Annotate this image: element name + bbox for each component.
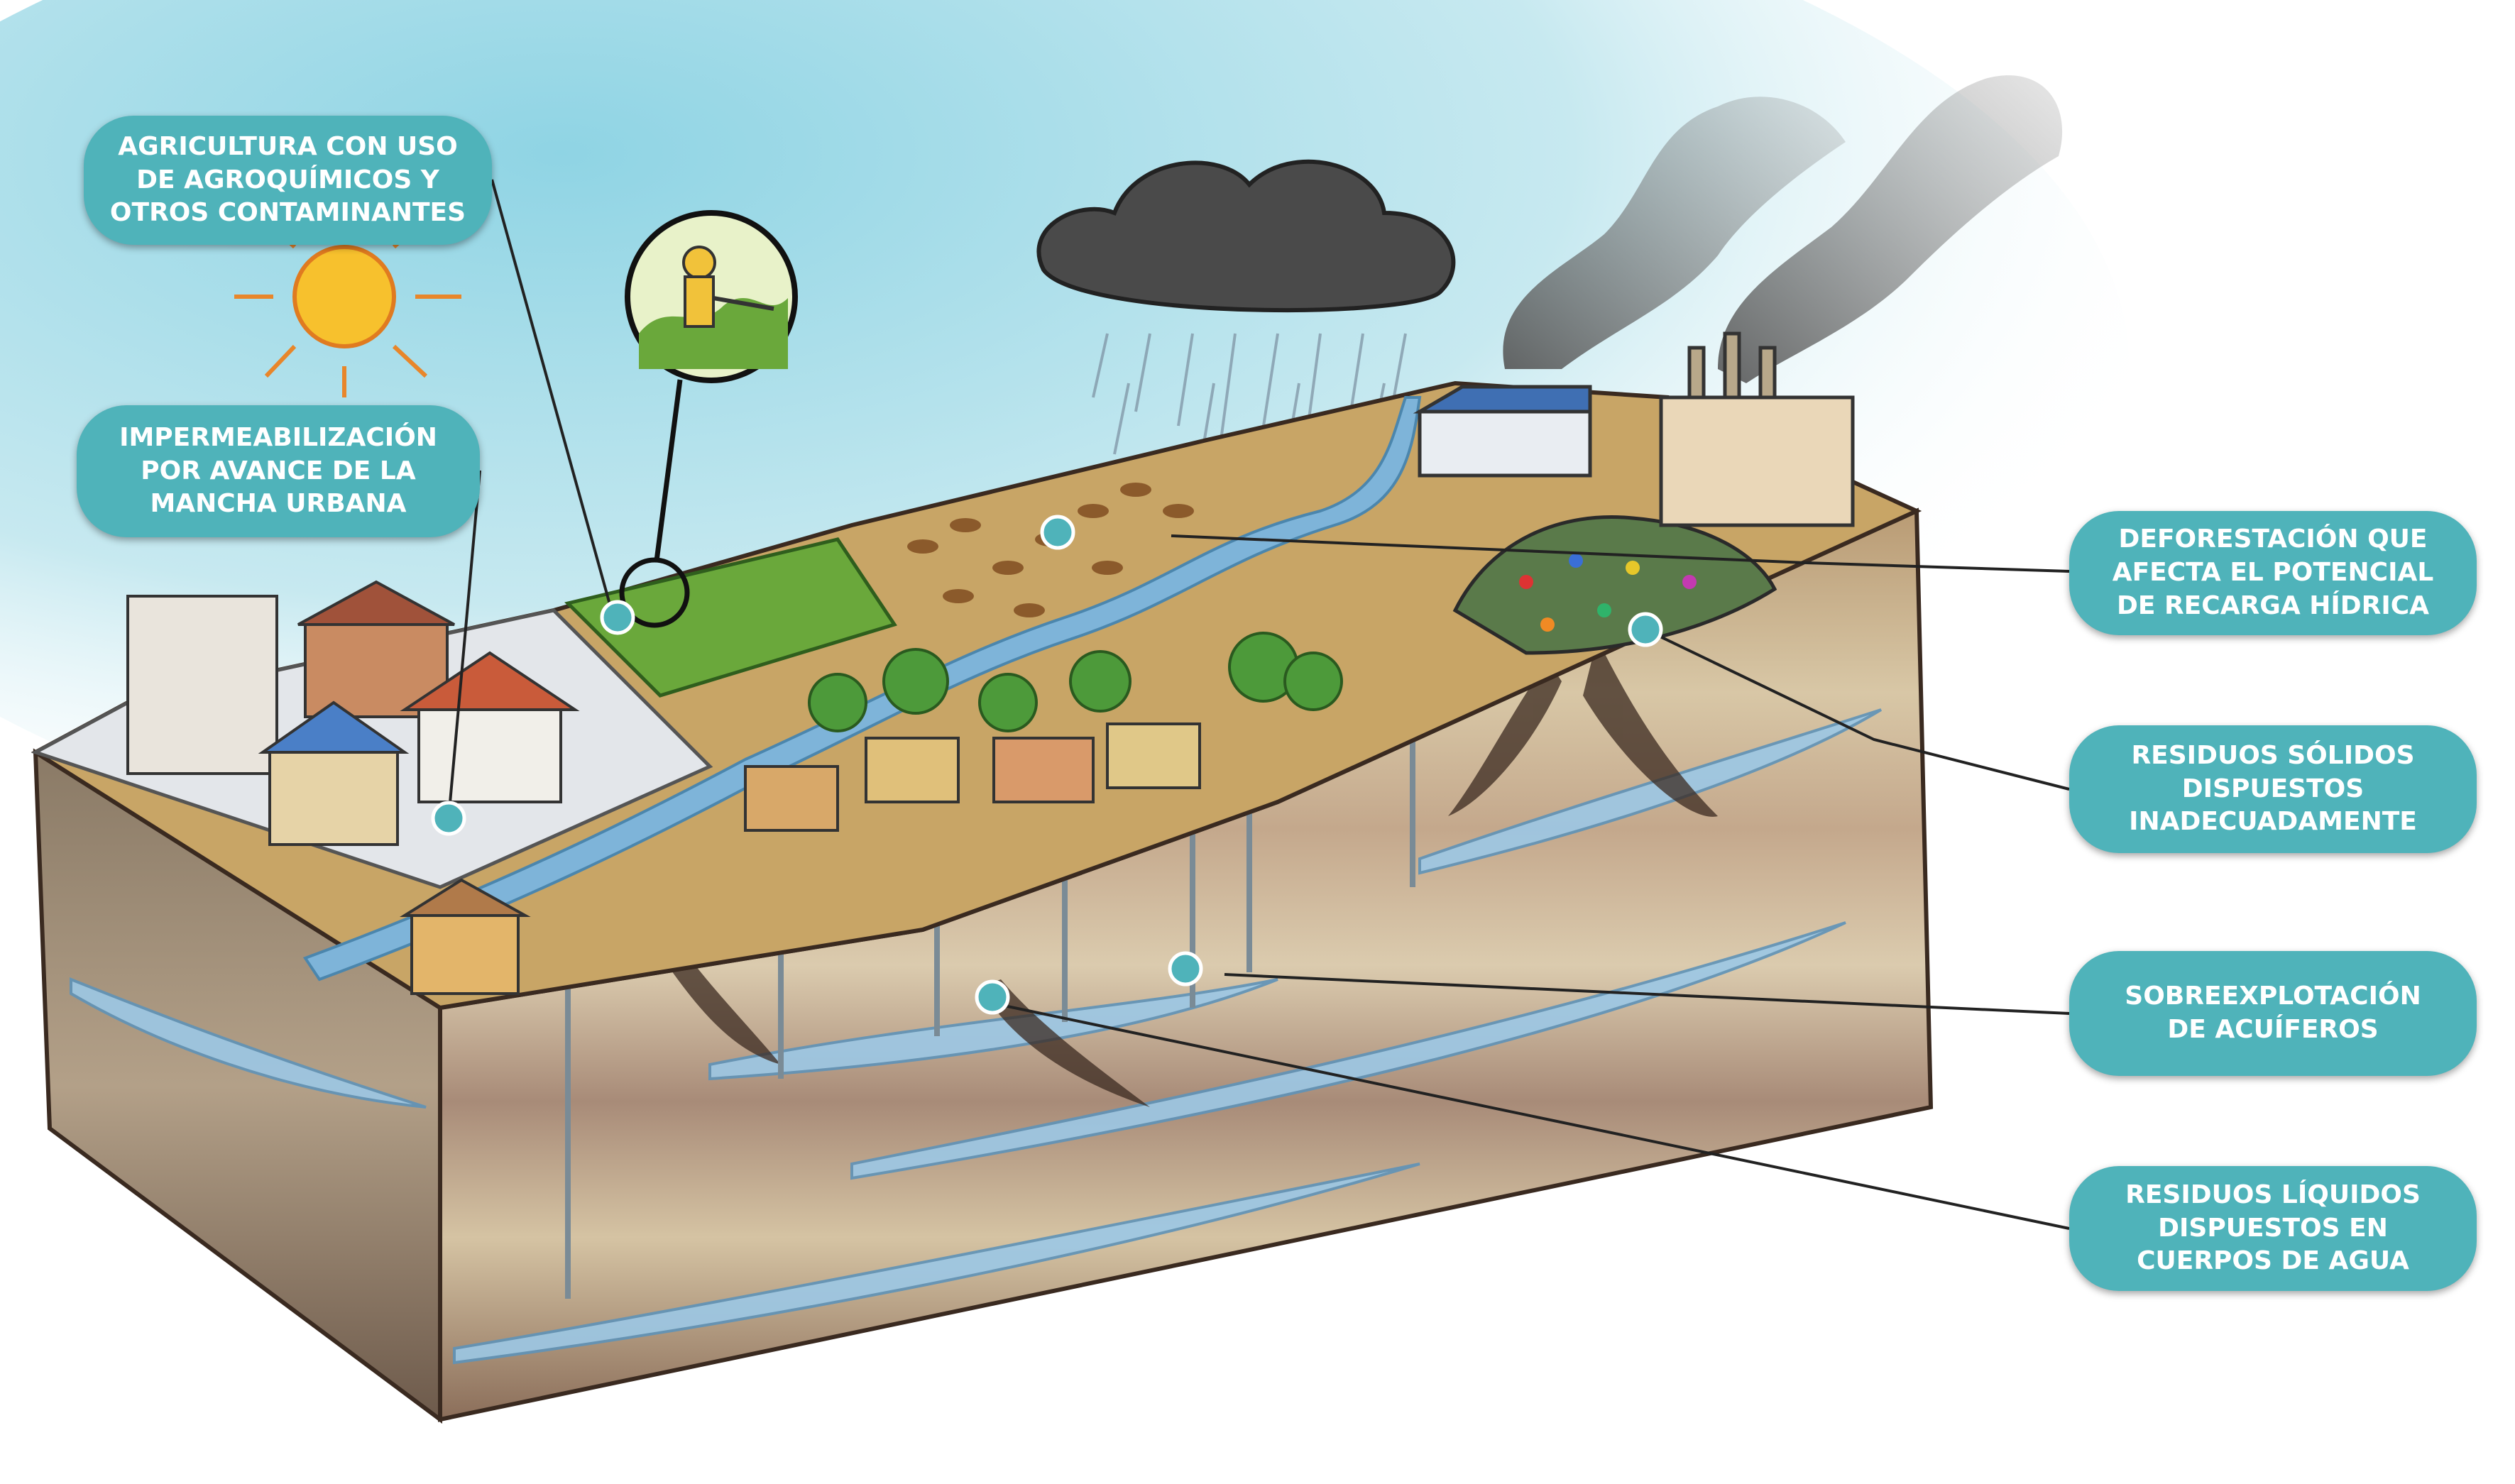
rain-cloud xyxy=(1036,159,1456,469)
location-markers xyxy=(431,515,1663,1015)
label-deforestacion: DEFORESTACIÓN QUE AFECTA EL POTENCIAL DE… xyxy=(2069,511,2477,635)
marker-deforestacion xyxy=(1040,515,1075,550)
factories xyxy=(1413,331,1855,527)
marker-residuos-solidos xyxy=(1628,612,1663,647)
marker-agricultura xyxy=(600,600,635,635)
marker-residuos-liquidos xyxy=(975,979,1010,1015)
farmer-zoom-inset xyxy=(619,210,798,628)
label-residuos-liquidos: RESIDUOS LÍQUIDOS DISPUESTOS EN CUERPOS … xyxy=(2069,1166,2477,1291)
houses xyxy=(126,580,1201,995)
leader-lines xyxy=(447,179,2070,1230)
label-impermeabilizacion: IMPERMEABILIZACIÓN POR AVANCE DE LA MANC… xyxy=(77,405,480,537)
trees xyxy=(808,632,1343,732)
factory-smoke xyxy=(1503,75,2063,384)
label-agricultura: AGRICULTURA CON USO DE AGROQUÍMICOS Y OT… xyxy=(84,116,492,245)
marker-sobreexplotacion xyxy=(1168,951,1203,986)
garbage-bits xyxy=(1519,554,1697,632)
aquifer-layers xyxy=(70,708,1883,1365)
label-sobreexplotacion: SOBREEXPLOTACIÓN DE ACUÍFEROS xyxy=(2069,951,2477,1076)
marker-impermeabilizacion xyxy=(431,801,466,836)
label-residuos-solidos: RESIDUOS SÓLIDOS DISPUESTOS INADECUADAME… xyxy=(2069,725,2477,853)
crop-field xyxy=(564,537,897,698)
